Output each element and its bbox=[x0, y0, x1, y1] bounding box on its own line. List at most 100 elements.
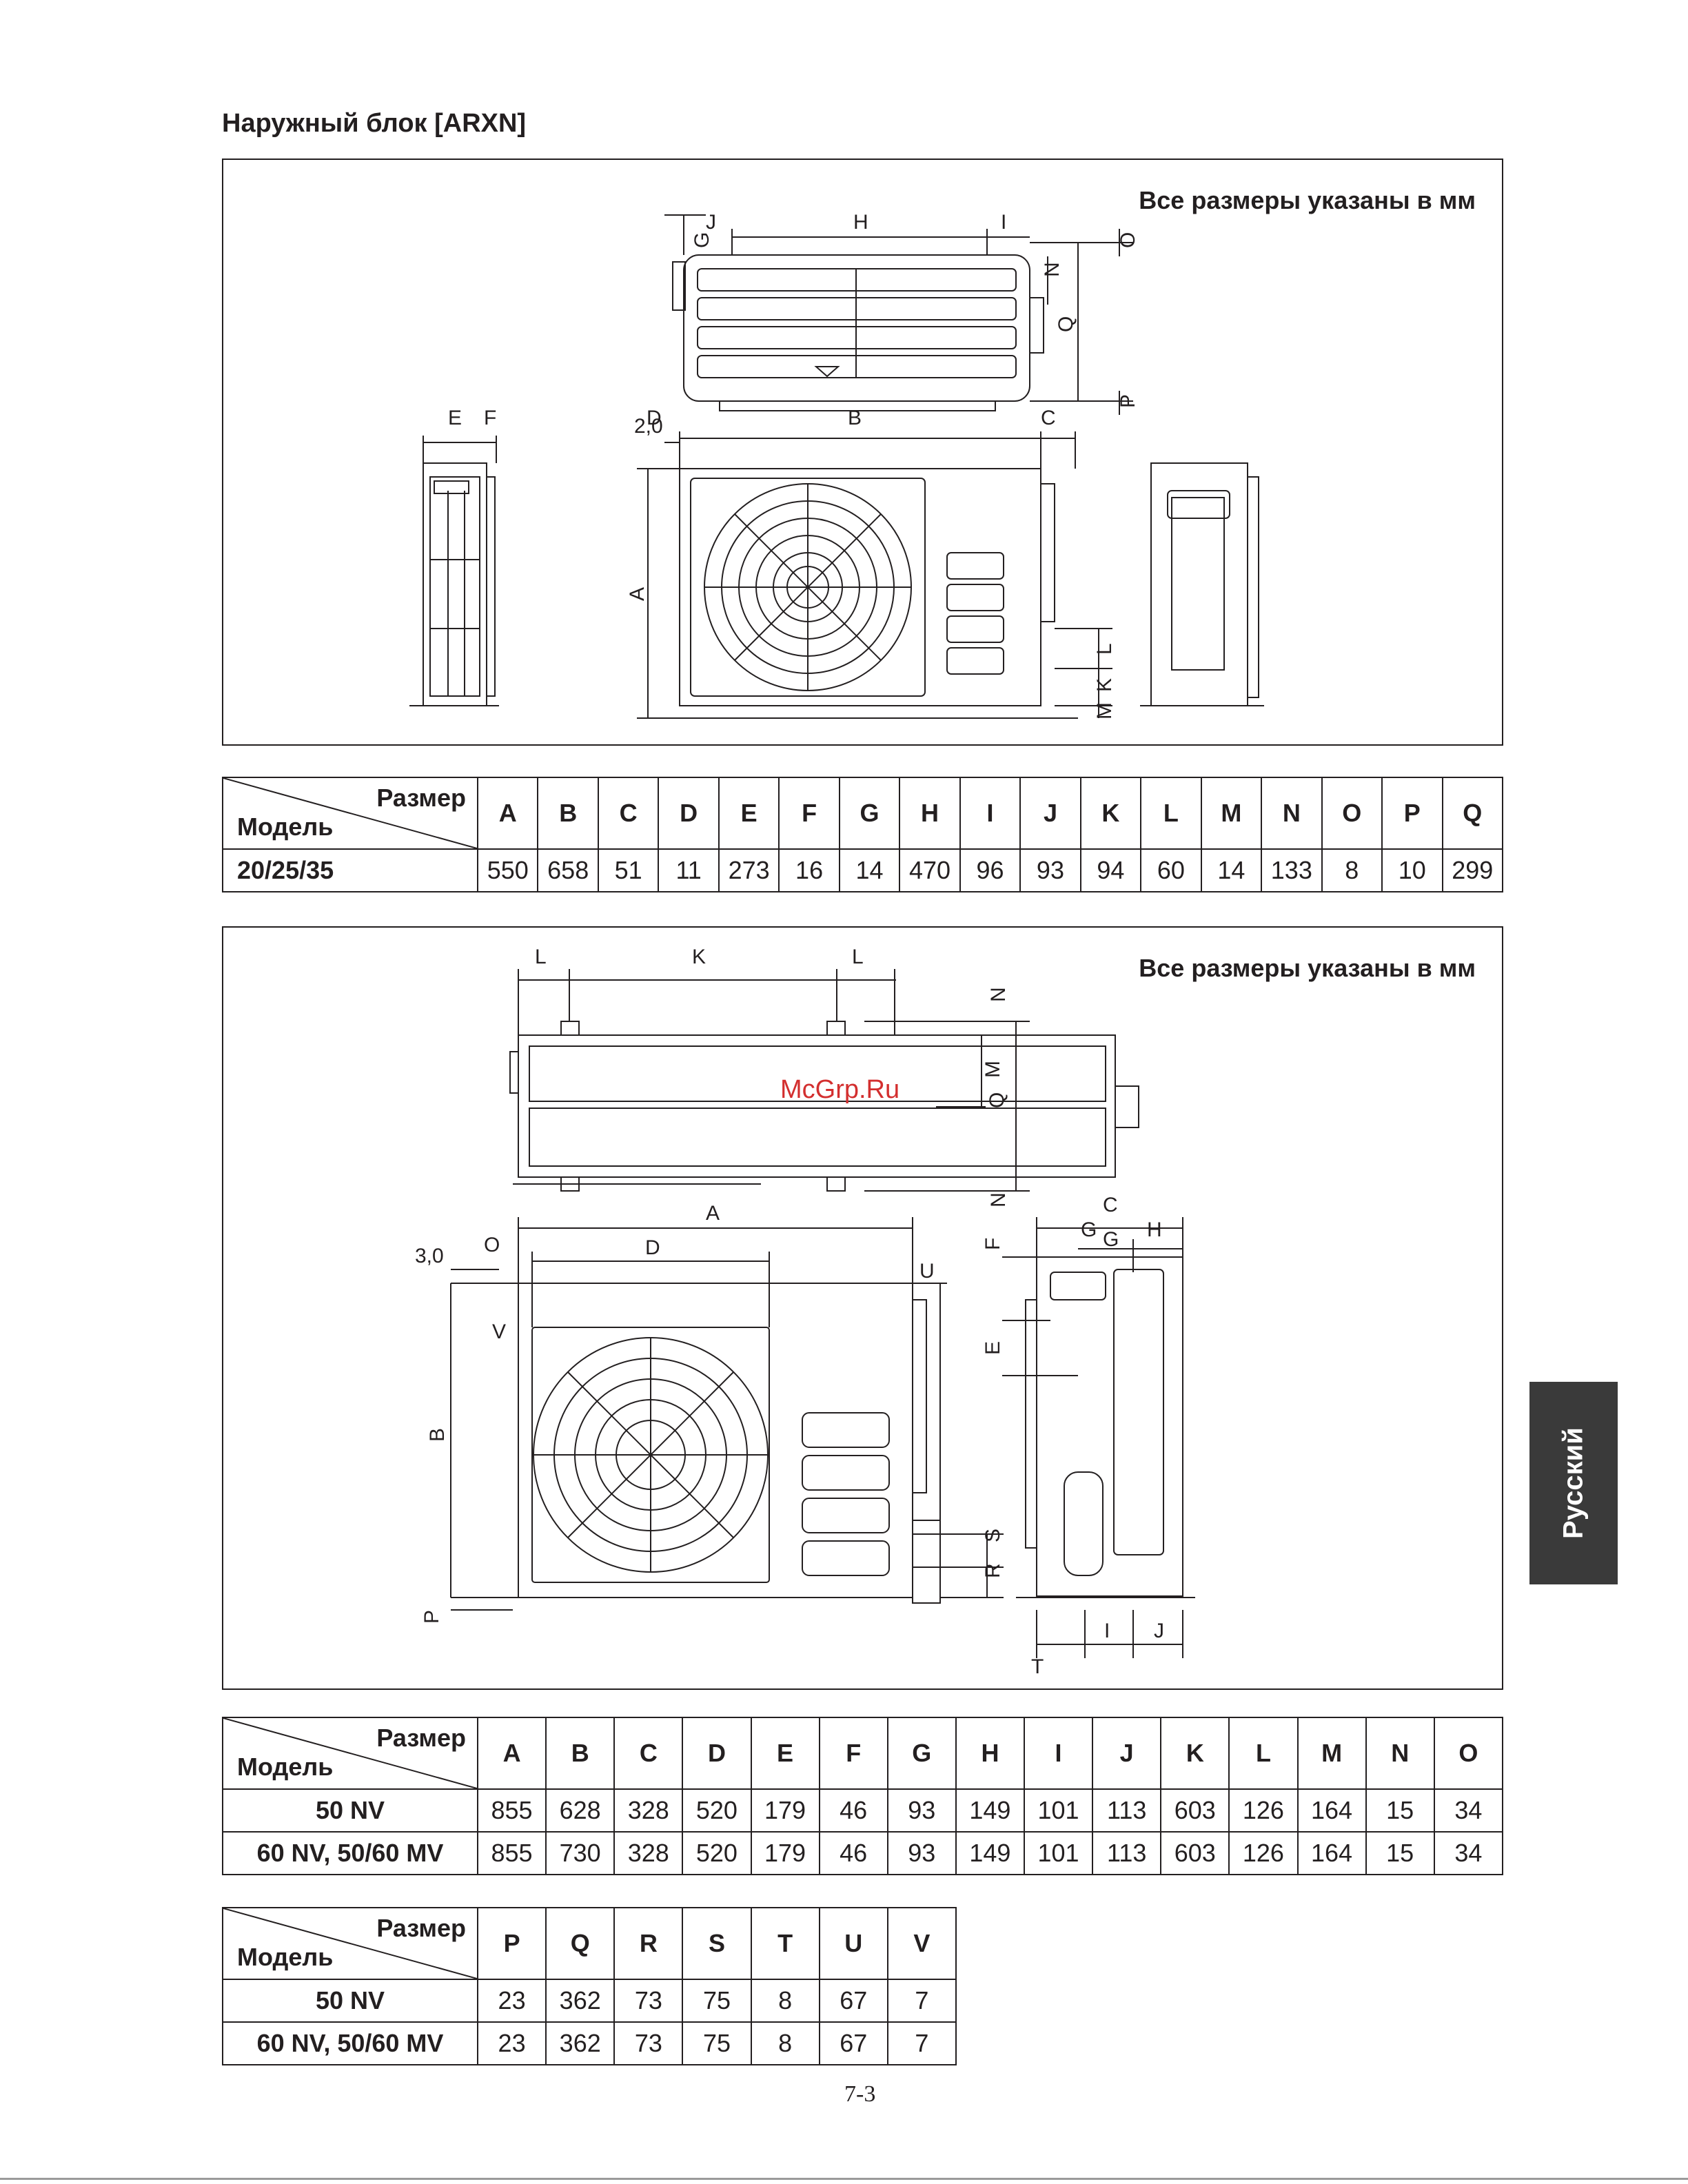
column-header-t: T bbox=[750, 1907, 820, 1980]
svg-text:B: B bbox=[426, 1428, 449, 1442]
value-cell: 67 bbox=[818, 2021, 888, 2065]
column-header-s: S bbox=[682, 1907, 752, 1980]
column-header-a: A bbox=[476, 1717, 547, 1790]
diagram-panel-1: Все размеры указаны в мм bbox=[222, 159, 1503, 746]
svg-text:S: S bbox=[982, 1529, 1004, 1542]
value-cell: 10 bbox=[1381, 848, 1443, 892]
svg-text:E: E bbox=[982, 1341, 1004, 1355]
value-cell: 101 bbox=[1023, 1788, 1094, 1833]
page-number: 7-3 bbox=[844, 2081, 876, 2107]
value-cell: 113 bbox=[1092, 1788, 1162, 1833]
value-cell: 73 bbox=[613, 2021, 684, 2065]
value-cell: 113 bbox=[1092, 1831, 1162, 1875]
column-header-g: G bbox=[886, 1717, 957, 1790]
svg-text:L: L bbox=[535, 946, 547, 968]
column-header-h: H bbox=[955, 1717, 1026, 1790]
value-cell: 15 bbox=[1365, 1788, 1435, 1833]
value-cell: 126 bbox=[1228, 1831, 1299, 1875]
top-view-body-2 bbox=[518, 1034, 1116, 1178]
value-cell: 550 bbox=[476, 848, 539, 892]
outdoor-unit-drawing-1: JHI G O N Q P 2,0D BC EF A L K M bbox=[409, 211, 1264, 720]
model-cell: 20/25/35 bbox=[222, 848, 478, 892]
value-cell: 8 bbox=[1321, 848, 1383, 892]
svg-text:G: G bbox=[1081, 1218, 1097, 1241]
value-cell: 51 bbox=[597, 848, 660, 892]
value-cell: 75 bbox=[682, 1979, 752, 2023]
column-header-o: O bbox=[1321, 777, 1383, 850]
value-cell: 362 bbox=[545, 1979, 616, 2023]
value-cell: 164 bbox=[1296, 1788, 1367, 1833]
value-cell: 126 bbox=[1228, 1788, 1299, 1833]
column-header-n: N bbox=[1365, 1717, 1435, 1790]
watermark: McGrp.Ru bbox=[780, 1075, 900, 1104]
value-cell: 7 bbox=[886, 2021, 957, 2065]
left-side-view bbox=[423, 462, 487, 706]
corner-model-label: Модель bbox=[237, 1753, 334, 1781]
svg-text:V: V bbox=[492, 1320, 506, 1343]
column-header-h: H bbox=[899, 777, 961, 850]
column-header-k: K bbox=[1160, 1717, 1230, 1790]
corner-size-label: Размер bbox=[376, 1724, 466, 1752]
svg-text:C: C bbox=[1103, 1194, 1118, 1216]
svg-text:N: N bbox=[987, 987, 1010, 1002]
column-header-k: K bbox=[1079, 777, 1142, 850]
value-cell: 133 bbox=[1261, 848, 1323, 892]
svg-text:K: K bbox=[1093, 678, 1116, 692]
svg-text:N: N bbox=[987, 1192, 1010, 1207]
value-cell: 34 bbox=[1433, 1831, 1504, 1875]
value-cell: 179 bbox=[750, 1831, 820, 1875]
svg-text:T: T bbox=[1031, 1655, 1044, 1678]
svg-text:3,0: 3,0 bbox=[415, 1245, 444, 1267]
column-header-e: E bbox=[718, 777, 780, 850]
value-cell: 273 bbox=[718, 848, 780, 892]
value-cell: 96 bbox=[959, 848, 1021, 892]
svg-text:G: G bbox=[691, 232, 713, 248]
value-cell: 93 bbox=[886, 1831, 957, 1875]
column-header-f: F bbox=[818, 1717, 888, 1790]
svg-text:P: P bbox=[420, 1610, 443, 1624]
diagram-panel-2: Все размеры указаны в мм bbox=[222, 926, 1503, 1690]
svg-text:I: I bbox=[1001, 211, 1006, 234]
svg-text:A: A bbox=[626, 587, 649, 601]
column-header-e: E bbox=[750, 1717, 820, 1790]
value-cell: 7 bbox=[886, 1979, 957, 2023]
value-cell: 328 bbox=[613, 1831, 684, 1875]
column-header-u: U bbox=[818, 1907, 888, 1980]
value-cell: 8 bbox=[750, 1979, 820, 2023]
svg-text:K: K bbox=[692, 946, 706, 968]
front-view-body-2 bbox=[518, 1283, 913, 1598]
value-cell: 149 bbox=[955, 1788, 1026, 1833]
column-header-q: Q bbox=[1441, 777, 1503, 850]
column-header-n: N bbox=[1261, 777, 1323, 850]
column-header-j: J bbox=[1019, 777, 1081, 850]
value-cell: 67 bbox=[818, 1979, 888, 2023]
value-cell: 8 bbox=[750, 2021, 820, 2065]
column-header-v: V bbox=[886, 1907, 957, 1980]
units-note: Все размеры указаны в мм bbox=[1139, 186, 1476, 214]
language-tab-label: Русский bbox=[1558, 1427, 1589, 1539]
value-cell: 46 bbox=[818, 1788, 888, 1833]
column-header-a: A bbox=[476, 777, 539, 850]
value-cell: 93 bbox=[886, 1788, 957, 1833]
value-cell: 16 bbox=[778, 848, 840, 892]
column-header-c: C bbox=[597, 777, 660, 850]
value-cell: 730 bbox=[545, 1831, 616, 1875]
value-cell: 75 bbox=[682, 2021, 752, 2065]
svg-text:R: R bbox=[982, 1563, 1004, 1578]
column-header-i: I bbox=[959, 777, 1021, 850]
column-header-f: F bbox=[778, 777, 840, 850]
value-cell: 855 bbox=[476, 1831, 547, 1875]
column-header-r: R bbox=[613, 1907, 684, 1980]
page-title: Наружный блок [ARXN] bbox=[222, 109, 527, 138]
column-header-c: C bbox=[613, 1717, 684, 1790]
column-header-j: J bbox=[1092, 1717, 1162, 1790]
svg-text:Q: Q bbox=[986, 1092, 1008, 1108]
value-cell: 73 bbox=[613, 1979, 684, 2023]
column-header-d: D bbox=[682, 1717, 752, 1790]
value-cell: 46 bbox=[818, 1831, 888, 1875]
svg-text:Q: Q bbox=[1055, 316, 1077, 332]
column-header-m: M bbox=[1296, 1717, 1367, 1790]
